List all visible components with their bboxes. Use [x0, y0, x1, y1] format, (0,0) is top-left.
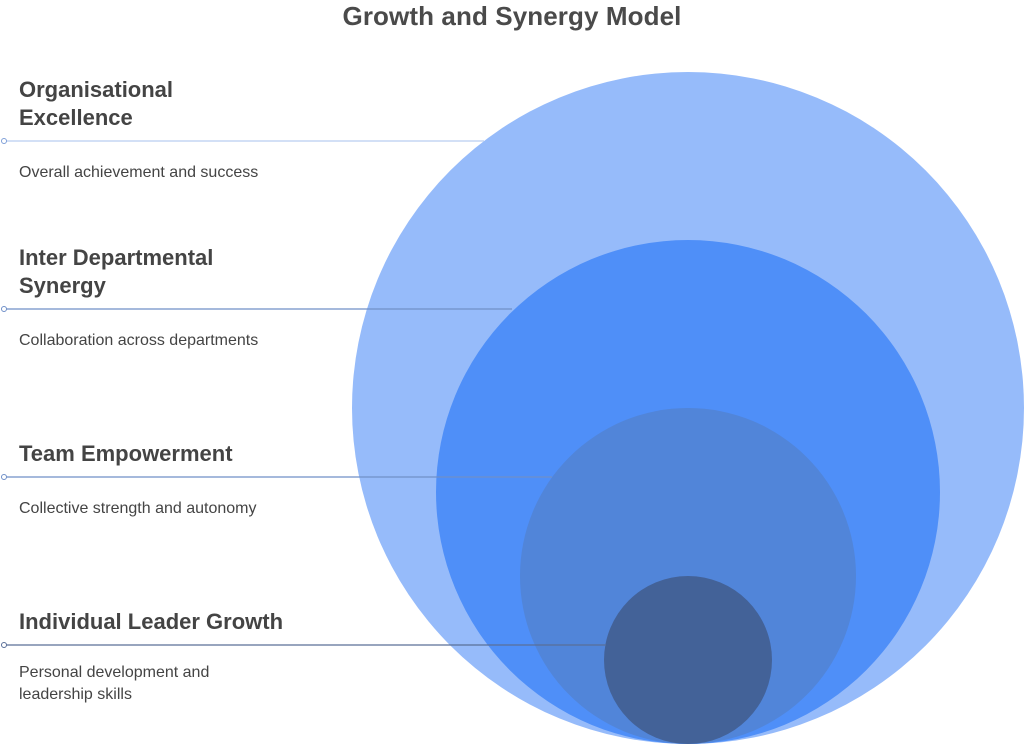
label-team-empowerment: Team Empowerment Collective strength and…: [19, 440, 339, 517]
level-description: Collective strength and autonomy: [19, 500, 257, 517]
connector-dot-team-empowerment: [1, 474, 7, 480]
level-name-line1: Individual Leader Growth: [19, 609, 284, 634]
connector-dot-inter-departmental-synergy: [1, 306, 7, 312]
connector-dot-organisational-excellence: [1, 138, 7, 144]
label-individual-leader-growth: Individual Leader Growth Personal develo…: [19, 608, 339, 703]
level-name-line1: Organisational: [19, 77, 174, 102]
label-inter-departmental-synergy: Inter Departmental Synergy Collaboration…: [19, 244, 339, 349]
level-description-line1: Personal development and: [19, 664, 210, 681]
level-name-line2: Excellence: [19, 105, 133, 130]
level-description: Overall achievement and success: [19, 164, 259, 181]
level-name-line1: Team Empowerment: [19, 441, 233, 466]
label-organisational-excellence: Organisational Excellence Overall achiev…: [19, 76, 339, 181]
connector-dot-individual-leader-growth: [1, 642, 7, 648]
circle-individual-leader-growth: [604, 576, 772, 744]
level-description: Collaboration across departments: [19, 332, 259, 349]
diagram-title: Growth and Synergy Model: [342, 1, 682, 31]
level-name-line2: Synergy: [19, 273, 106, 298]
level-description-line2: leadership skills: [19, 686, 132, 703]
level-name-line1: Inter Departmental: [19, 245, 214, 270]
